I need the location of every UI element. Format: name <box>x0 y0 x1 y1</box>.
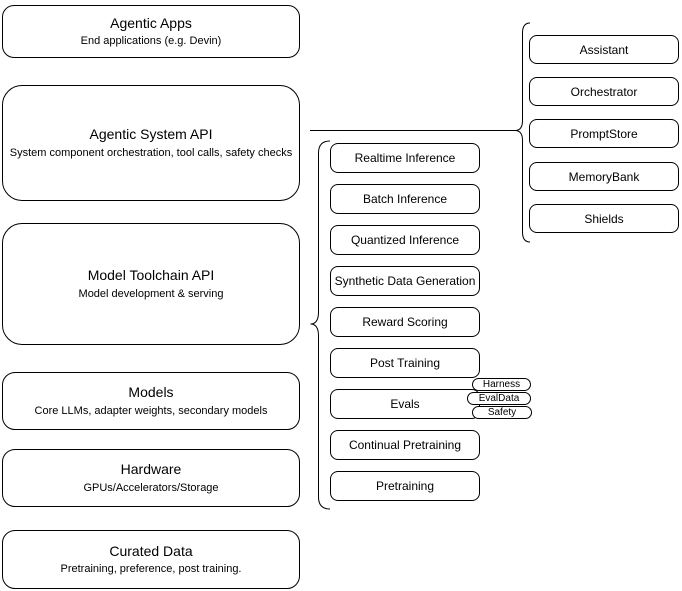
box-hardware: Hardware GPUs/Accelerators/Storage <box>2 449 300 507</box>
box-batch-inference: Batch Inference <box>330 184 480 214</box>
quantized-inference-label: Quantized Inference <box>350 233 460 247</box>
box-curated-data: Curated Data Pretraining, preference, po… <box>2 530 300 589</box>
promptstore-label: PromptStore <box>570 126 638 141</box>
memorybank-label: MemoryBank <box>568 169 640 184</box>
box-pretraining: Pretraining <box>330 471 480 501</box>
evaldata-label: EvalData <box>478 392 520 404</box>
box-model-toolchain-api: Model Toolchain API Model development & … <box>2 223 300 345</box>
box-quantized-inference: Quantized Inference <box>330 225 480 255</box>
box-shields: Shields <box>529 204 679 233</box>
toolchain-brace <box>310 140 331 510</box>
box-realtime-inference: Realtime Inference <box>330 143 480 173</box>
post-training-label: Post Training <box>369 356 441 370</box>
pretraining-label: Pretraining <box>375 479 435 493</box>
synthetic-data-generation-label: Synthetic Data Generation <box>334 274 476 288</box>
box-orchestrator: Orchestrator <box>529 77 679 106</box>
harness-label: Harness <box>482 378 521 390</box>
hardware-subtitle: GPUs/Accelerators/Storage <box>83 481 219 494</box>
assistant-label: Assistant <box>579 42 629 57</box>
shields-label: Shields <box>584 211 624 226</box>
batch-inference-label: Batch Inference <box>362 192 448 206</box>
agentic-system-api-subtitle: System component orchestration, tool cal… <box>9 146 293 159</box>
models-title: Models <box>128 384 174 401</box>
box-synthetic-data-generation: Synthetic Data Generation <box>330 266 480 296</box>
curated-data-title: Curated Data <box>109 542 193 559</box>
continual-pretraining-label: Continual Pretraining <box>348 438 462 452</box>
box-agentic-system-api: Agentic System API System component orch… <box>2 85 300 201</box>
hardware-title: Hardware <box>120 461 182 478</box>
box-models: Models Core LLMs, adapter weights, secon… <box>2 372 300 430</box>
pill-safety: Safety <box>472 406 532 419</box>
pill-evaldata: EvalData <box>467 392 531 405</box>
box-post-training: Post Training <box>330 348 480 378</box>
realtime-inference-label: Realtime Inference <box>354 151 456 165</box>
box-reward-scoring: Reward Scoring <box>330 307 480 337</box>
safety-label: Safety <box>487 406 517 418</box>
box-agentic-apps: Agentic Apps End applications (e.g. Devi… <box>2 5 300 58</box>
agentic-apps-title: Agentic Apps <box>110 14 192 31</box>
model-toolchain-api-subtitle: Model development & serving <box>78 287 224 300</box>
components-brace <box>514 22 531 243</box>
box-continual-pretraining: Continual Pretraining <box>330 430 480 460</box>
box-evals: Evals <box>330 389 480 419</box>
reward-scoring-label: Reward Scoring <box>362 315 448 329</box>
curated-data-subtitle: Pretraining, preference, post training. <box>60 563 242 576</box>
box-memorybank: MemoryBank <box>529 162 679 191</box>
agentic-system-api-title: Agentic System API <box>89 126 213 143</box>
models-subtitle: Core LLMs, adapter weights, secondary mo… <box>34 404 268 417</box>
box-promptstore: PromptStore <box>529 119 679 148</box>
evals-label: Evals <box>390 397 420 411</box>
box-assistant: Assistant <box>529 35 679 64</box>
model-toolchain-api-title: Model Toolchain API <box>87 267 215 284</box>
orchestrator-label: Orchestrator <box>570 84 638 99</box>
pill-harness: Harness <box>472 378 531 391</box>
agentic-apps-subtitle: End applications (e.g. Devin) <box>80 35 222 48</box>
